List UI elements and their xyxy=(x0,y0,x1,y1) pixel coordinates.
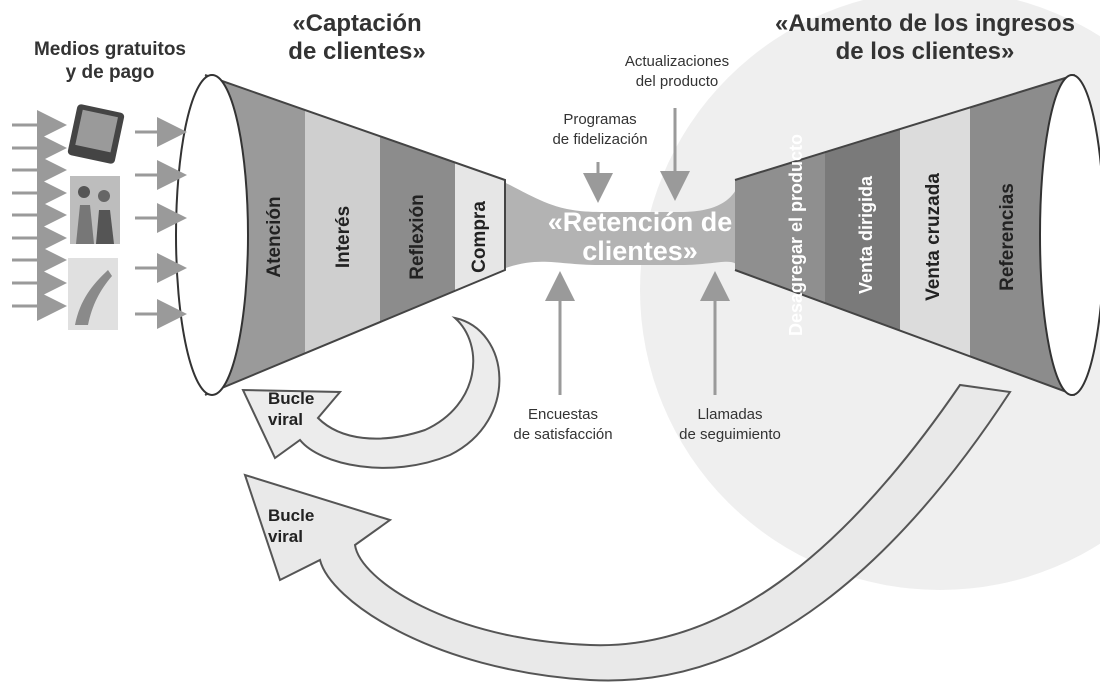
large-viral-loop-label: Bucle viral xyxy=(268,506,315,546)
stage-referrals: Referencias xyxy=(997,183,1018,291)
revenue-heading: «Aumento de los ingresos de los clientes… xyxy=(774,10,1076,65)
product-updates-label: Actualizaciones del producto xyxy=(624,53,730,90)
retention-input-arrows xyxy=(545,108,730,395)
tablet-icon xyxy=(67,104,125,164)
retention-neck xyxy=(500,180,740,270)
people-photo-icon xyxy=(70,176,120,244)
right-funnel-outline xyxy=(734,74,1076,396)
stage-purchase: Compra xyxy=(469,201,490,273)
media-heading: Medios gratuitos y de pago xyxy=(33,39,186,83)
hand-icon xyxy=(68,258,118,330)
follow-up-calls-label: Llamadas de seguimiento xyxy=(679,406,781,443)
acquisition-heading: «Captación de clientes» xyxy=(288,10,426,65)
loyalty-programs-label: Programas de fidelización xyxy=(552,111,648,148)
left-funnel-mouth xyxy=(175,74,249,396)
stage-consideration: Reflexión xyxy=(407,194,428,280)
large-viral-loop-arrow xyxy=(243,383,1012,682)
left-funnel-outline xyxy=(204,74,506,396)
stage-interest: Interés xyxy=(333,205,354,269)
stage-unbundle: Desagregar el producto xyxy=(786,133,806,337)
right-funnel-mouth xyxy=(1039,74,1100,396)
stage-targeted-sale: Venta dirigida xyxy=(856,175,876,295)
satisfaction-surveys-label: Encuestas de satisfacción xyxy=(513,406,613,443)
retention-heading: «Retención de clientes» xyxy=(547,207,733,266)
stage-cross-sell: Venta cruzada xyxy=(923,173,944,301)
stage-attention: Atención xyxy=(264,196,285,278)
small-viral-loop-label: Bucle viral xyxy=(268,389,315,429)
media-input-arrows xyxy=(12,110,187,329)
small-viral-loop-arrow xyxy=(241,316,501,469)
